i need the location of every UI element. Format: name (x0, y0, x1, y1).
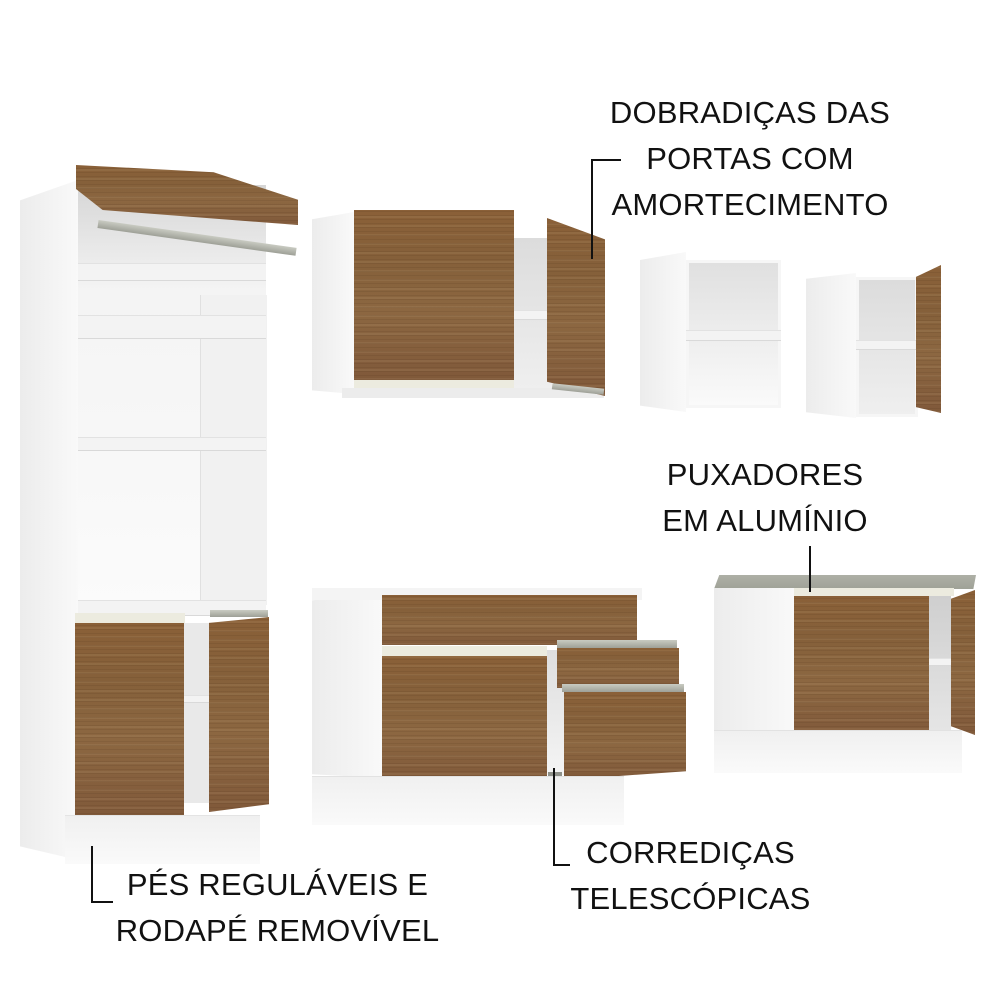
tower-base-interior (184, 623, 209, 803)
large-drawer-front (564, 692, 686, 780)
callout-feet-line-1: PÉS REGULÁVEIS E (126, 867, 429, 902)
hinges-leader-vertical (591, 159, 593, 259)
base-cabinet-countertop (714, 570, 979, 775)
cabinet-bottom-panel (342, 388, 604, 398)
tower-base-door-left (75, 623, 184, 818)
cabinet-door-right-open (547, 218, 605, 396)
removable-plinth (65, 815, 260, 864)
base-side-panel (714, 588, 794, 740)
base-plinth (312, 776, 624, 825)
cabinet-door-left (354, 210, 514, 380)
aluminum-handle (557, 640, 677, 648)
cabinet-interior (929, 596, 951, 736)
wall-cabinet-1-door (806, 265, 946, 425)
aluminum-handle (354, 380, 514, 388)
aluminum-handle (382, 646, 547, 656)
tower-shelf (78, 437, 266, 451)
callout-hinges-line-2: PORTAS COM (646, 141, 854, 176)
base-side-panel (312, 593, 382, 778)
callout-slides-line-1: CORREDIÇAS (586, 835, 795, 870)
tall-oven-tower (20, 165, 298, 865)
countertop (714, 575, 976, 589)
cabinet-door-open (916, 265, 941, 413)
callout-feet: PÉS REGULÁVEIS E RODAPÉ REMOVÍVEL (110, 862, 445, 954)
callout-hinges-line-1: DOBRADIÇAS DAS (609, 95, 891, 130)
aluminum-handle (210, 610, 268, 617)
feet-leader-vertical (91, 846, 93, 903)
tower-base-shelf (184, 695, 209, 703)
callout-feet-line-2: RODAPÉ REMOVÍVEL (115, 913, 440, 948)
cabinet-shelf (856, 340, 918, 350)
aluminum-handle (562, 684, 684, 692)
callout-handles-line-2: EM ALUMÍNIO (662, 503, 868, 538)
telescopic-slide (548, 772, 562, 776)
tower-base-door-right (209, 617, 269, 812)
callout-slides: CORREDIÇAS TELESCÓPICAS (568, 830, 813, 922)
tower-side-panel (20, 180, 78, 860)
small-drawer-front (557, 648, 679, 688)
cabinet-door-left (794, 596, 929, 739)
cabinet-side-panel (312, 212, 354, 394)
cabinet-shelf (929, 658, 951, 666)
cabinet-door-right-open (951, 590, 975, 735)
cabinet-door (382, 656, 547, 784)
top-drawer-front (382, 595, 637, 645)
base-plinth (714, 730, 962, 773)
niche-side-panel (640, 252, 686, 412)
tower-shelf (78, 263, 266, 281)
aluminum-handle (75, 613, 185, 623)
base-cabinet-drawers (312, 588, 692, 828)
slides-leader-horizontal (553, 864, 570, 866)
hinges-leader-horizontal (591, 159, 621, 161)
niche-shelf (686, 330, 781, 341)
cabinet-shelf (512, 310, 552, 320)
callout-handles-line-1: PUXADORES (666, 457, 864, 492)
cabinet-side-panel (806, 273, 856, 418)
callout-hinges-line-3: AMORTECIMENTO (611, 187, 889, 222)
wall-cabinet-2-doors (312, 210, 612, 405)
callout-slides-line-2: TELESCÓPICAS (570, 881, 811, 916)
tower-shelf (78, 315, 266, 339)
aluminum-handle (794, 588, 954, 596)
callout-hinges: DOBRADIÇAS DAS PORTAS COM AMORTECIMENTO (600, 90, 900, 228)
open-wall-niche (640, 252, 785, 414)
callout-handles: PUXADORES EM ALUMÍNIO (620, 452, 910, 544)
feet-leader-horizontal (91, 901, 113, 903)
slides-leader-vertical (553, 768, 555, 866)
handles-leader (809, 546, 811, 592)
